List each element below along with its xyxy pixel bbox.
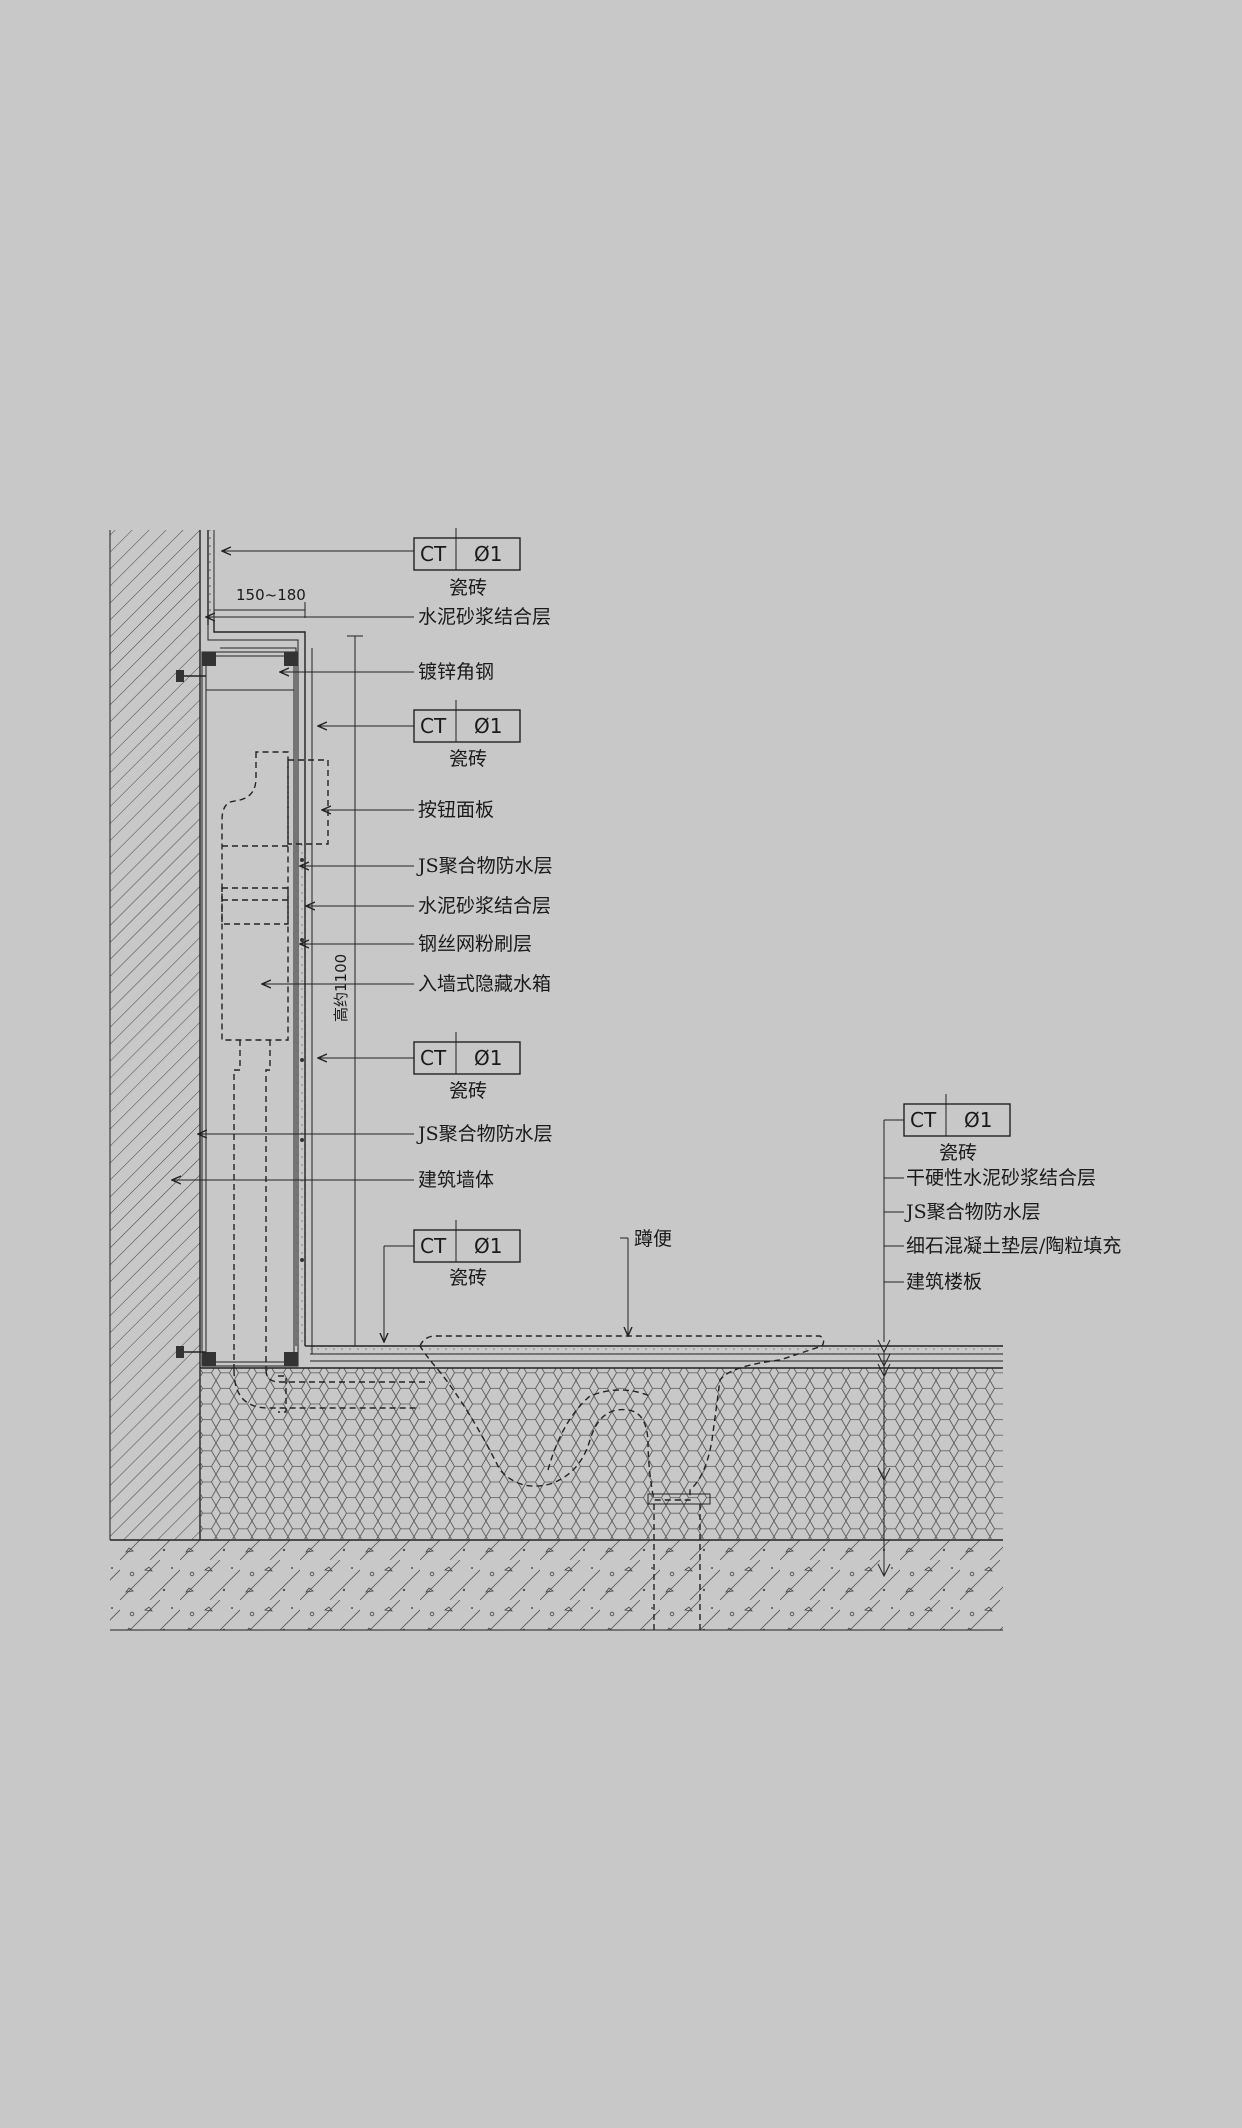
ct-tag-1-label: 瓷砖 [449, 577, 487, 599]
dimension-width: 150~180 [213, 586, 306, 618]
dimension-width-text: 150~180 [236, 586, 306, 604]
fill-layer-section [200, 1368, 1003, 1540]
ct-tag-4-label: 瓷砖 [449, 1267, 487, 1289]
squat-toilet [419, 1335, 825, 1630]
left-labels: 水泥砂浆结合层 镀锌角钢 按钮面板 JS聚合物防水层 水泥砂浆结合层 钢丝网粉刷… [416, 606, 672, 1250]
label-building-wall: 建筑墙体 [418, 1169, 494, 1191]
floor-layer-indicator [877, 1339, 891, 1578]
concealed-tank [221, 751, 430, 1413]
ct-tag-2-number: Ø1 [474, 714, 502, 738]
ct-tag-5-label: 瓷砖 [939, 1142, 977, 1164]
dimension-height: 高约1100 [332, 635, 363, 1347]
label-js-waterproof-3: JS聚合物防水层 [904, 1201, 1041, 1223]
label-dry-cement-bond: 干硬性水泥砂浆结合层 [906, 1167, 1096, 1189]
ct-tag-3: CT Ø1 瓷砖 [413, 1032, 521, 1102]
label-concealed-tank: 入墙式隐藏水箱 [418, 973, 551, 995]
label-galvanized-angle: 镀锌角钢 [418, 661, 494, 683]
ct-tag-3-code: CT [420, 1046, 447, 1070]
label-wire-mesh: 钢丝网粉刷层 [418, 933, 532, 955]
label-squat-toilet: 蹲便 [634, 1228, 672, 1250]
steel-frame [176, 651, 304, 1367]
label-js-waterproof-1: JS聚合物防水层 [416, 855, 553, 877]
label-building-slab: 建筑楼板 [906, 1271, 982, 1293]
leader-lines [172, 551, 904, 1342]
ct-tag-3-label: 瓷砖 [449, 1080, 487, 1102]
ct-tag-1: CT Ø1 瓷砖 [413, 528, 521, 599]
building-wall-section [109, 530, 201, 1540]
label-fine-concrete: 细石混凝土垫层/陶粒填充 [906, 1235, 1121, 1257]
ct-tag-1-code: CT [420, 542, 447, 566]
label-cement-bond-2: 水泥砂浆结合层 [418, 895, 551, 917]
ct-tag-2-code: CT [420, 714, 447, 738]
ct-tag-2-label: 瓷砖 [449, 748, 487, 770]
ct-tag-1-number: Ø1 [474, 542, 502, 566]
ct-tag-5-code: CT [910, 1108, 937, 1132]
dimension-height-text: 高约1100 [332, 954, 350, 1022]
ct-tag-4-code: CT [420, 1234, 447, 1258]
ct-tag-5: CT Ø1 瓷砖 [903, 1094, 1011, 1164]
label-button-panel: 按钮面板 [418, 799, 494, 821]
ct-tag-4-number: Ø1 [474, 1234, 502, 1258]
ct-tag-4: CT Ø1 瓷砖 [413, 1220, 521, 1289]
right-labels: 干硬性水泥砂浆结合层 JS聚合物防水层 细石混凝土垫层/陶粒填充 建筑楼板 [884, 1167, 1121, 1293]
ct-tag-2: CT Ø1 瓷砖 [413, 700, 521, 770]
label-cement-bond-1: 水泥砂浆结合层 [418, 606, 551, 628]
label-js-waterproof-2: JS聚合物防水层 [416, 1123, 553, 1145]
ct-tag-5-number: Ø1 [964, 1108, 992, 1132]
floor-slab-section [110, 1539, 1003, 1631]
ct-tag-3-number: Ø1 [474, 1046, 502, 1070]
